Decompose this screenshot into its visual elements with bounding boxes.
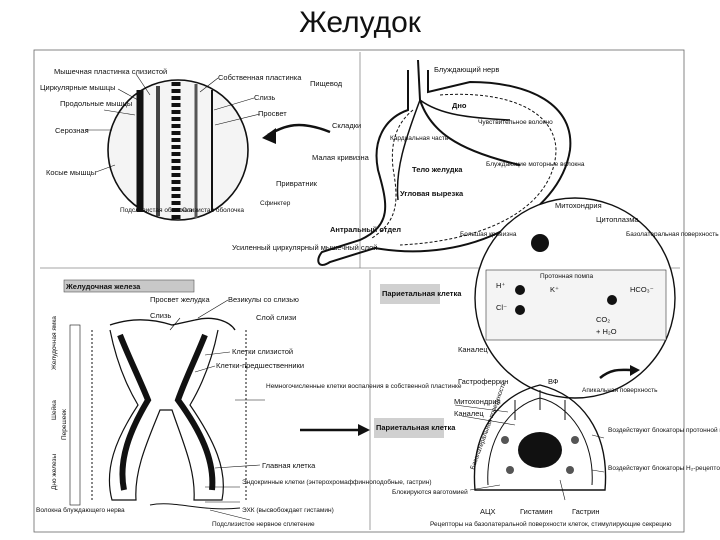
ion-hco3: HCO₃⁻ [630, 285, 654, 294]
label-cytoplasm: Цитоплазма [596, 215, 639, 224]
parietal-caption: Париетальная клетка [376, 423, 456, 432]
label-histamine: Гистамин [520, 507, 553, 516]
label-ach: АЦХ [480, 507, 496, 516]
label-circular-layer: Усиленный циркулярный мышечный слой [232, 243, 378, 252]
label-submucosa: Подслизистая оболочка [120, 206, 193, 214]
ion-co2: CO₂ [596, 315, 610, 324]
label-folds: Складки [332, 121, 361, 130]
label-ecl: ЭХК (высвобождает гистамин) [242, 506, 334, 514]
label-submucosal-plexus: Подслизистое нервное сплетение [212, 521, 315, 528]
label-canaliculus-zoom: Каналец [458, 345, 488, 354]
ion-k: K⁺ [550, 285, 559, 294]
label-lesser-curvature: Малая кривизна [312, 153, 370, 162]
ion-cl: Cl⁻ [496, 303, 507, 312]
stomach-leaders [85, 73, 261, 173]
label-muscularis-mucosae: Мышечная пластинка слизистой [54, 67, 167, 76]
label-serosa: Серозная [55, 126, 89, 135]
figure-frame [33, 49, 685, 533]
label-longitudinal-muscles: Продольные мышцы [60, 99, 132, 108]
ion-h: H⁺ [496, 281, 505, 290]
label-isthmus: Перешеек [61, 409, 68, 440]
label-gastric-pit: Желудочная ямка [51, 316, 58, 370]
label-lumen: Просвет [258, 109, 287, 118]
label-lamina-propria: Собственная пластинка [218, 73, 302, 82]
label-basolateral: Базолатеральная поверхность [469, 381, 507, 471]
gastric-gland-illustration [63, 279, 247, 510]
parietal-leaders [454, 404, 605, 501]
label-gastroferrin: Гастроферрин [458, 377, 508, 386]
label-body: Тело желудка [412, 165, 463, 174]
label-vagal-fibers: Волокна блуждающего нерва [36, 506, 125, 514]
label-chief-cell: Главная клетка [262, 461, 316, 470]
label-proton-pump: Протонная помпа [540, 273, 594, 280]
label-gland-mucus: Слизь [150, 311, 171, 320]
label-vagotomy: Блокируются ваготомией [392, 488, 468, 496]
label-angular-incisure: Угловая вырезка [400, 189, 464, 198]
label-basolateral-zoom: Базолатеральная поверхность [626, 231, 719, 238]
label-mucus: Слизь [254, 93, 275, 102]
label-cardia: Кардиальная часть [390, 135, 449, 142]
stomach-illustration [107, 59, 572, 266]
label-mucous-cells: Клетки слизистой [232, 347, 293, 356]
label-vagus-nerve: Блуждающий нерв [434, 65, 499, 74]
parietal-caption-top: Париетальная клетка [382, 289, 462, 298]
label-h2-blockers: Воздействуют блокаторы H₂-рецепторов [608, 464, 720, 472]
label-progenitor-cells: Клетки-предшественники [216, 361, 304, 370]
gland-caption: Желудочная железа [65, 282, 141, 291]
ion-h2o: + H₂O [596, 327, 617, 336]
label-endocrine-cells: Эндокринные клетки (энтерохромаффиннопод… [242, 478, 432, 486]
label-vagal-motor-fibers: Блуждающие моторные волокна [486, 161, 585, 168]
label-receptors: Рецепторы на базолатеральной поверхности… [430, 520, 672, 528]
gland-leaders [169, 299, 265, 521]
label-apical-surface: Апикальная поверхность [582, 387, 658, 394]
label-gland-base: Дно железы [51, 454, 58, 490]
label-ppi-action: Воздействуют блокаторы протонной помпы [608, 426, 720, 434]
label-sphincter: Сфинктер [260, 200, 291, 207]
label-oblique-muscles: Косые мышцы [46, 168, 96, 177]
label-canaliculus: Каналец [454, 409, 484, 418]
label-mitochondrion: Митохондрия [454, 397, 501, 406]
label-circular-muscles: Циркулярные мышцы [40, 83, 116, 92]
label-esophagus: Пищевод [310, 79, 343, 88]
label-neck: Шейка [50, 400, 58, 420]
label-mucosa: Слизистая оболочка [182, 206, 244, 214]
label-greater-curvature: Большая кривизна [460, 231, 517, 238]
label-gastric-lumen: Просвет желудка [150, 295, 210, 304]
label-sensory-fiber: Чувствительное волокно [478, 119, 553, 126]
label-antrum: Антральный отдел [330, 225, 401, 234]
label-pylorus: Привратник [276, 179, 318, 188]
label-mucus-layer: Слой слизи [256, 313, 296, 322]
page-title: Желудок [299, 6, 421, 39]
label-inflammatory-cells: Немногочисленные клетки воспаления в соб… [266, 382, 462, 390]
parietal-cell-illustration [473, 384, 607, 491]
label-gastrin: Гастрин [572, 507, 600, 516]
label-mucus-vesicles: Везикулы со слизью [228, 295, 299, 304]
label-fundus: Дно [452, 101, 467, 110]
parietal-cell-zoom [474, 197, 676, 399]
label-mitochondrion-zoom: Митохондрия [555, 201, 602, 210]
label-intrinsic-factor: ВФ [548, 377, 559, 386]
